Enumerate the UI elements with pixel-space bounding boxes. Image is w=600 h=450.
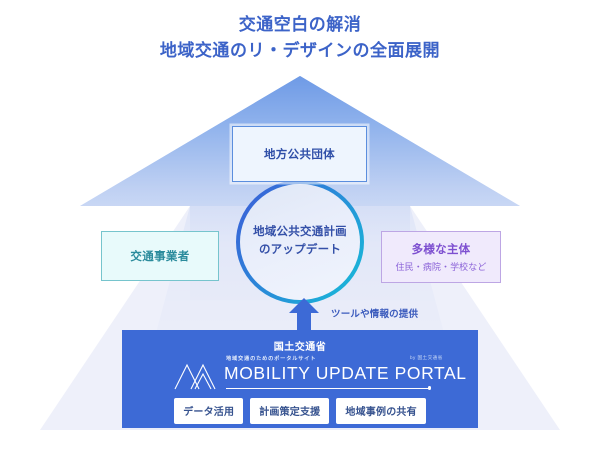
mountain-logo-icon (174, 363, 216, 390)
node-local-government-label: 地方公共団体 (263, 149, 336, 161)
page-title: 交通空白の解消 地域交通のリ・デザインの全面展開 (0, 12, 600, 63)
center-node-label: 地域公共交通計画 のアップデート (253, 224, 347, 260)
center-node-label-line2: のアップデート (258, 244, 342, 256)
node-transport-operator: 交通事業者 (101, 231, 219, 281)
portal-wordmark: MOBILITY UPDATE PORTAL (224, 363, 467, 383)
node-local-government: 地方公共団体 (232, 126, 367, 182)
title-line-1: 交通空白の解消 (238, 15, 362, 34)
portal-tagline: 地域交通のためのポータルサイト (226, 356, 317, 362)
flow-caption: ツールや情報の提供 (331, 309, 419, 320)
portal-by-credit: by 国土交通省 (410, 355, 443, 360)
node-diverse-stakeholders-label: 多様な主体 (411, 244, 471, 256)
flow-up-arrow-icon (289, 298, 319, 332)
pill-data-utilization[interactable]: データ活用 (174, 398, 244, 424)
node-diverse-stakeholders: 多様な主体 住民・病院・学校など (381, 231, 501, 283)
pill-planning-support[interactable]: 計画策定支援 (250, 398, 330, 424)
node-transport-operator-label: 交通事業者 (130, 251, 190, 263)
portal-feature-pills: データ活用 計画策定支援 地域事例の共有 (122, 398, 478, 424)
portal-logo-lockup: 地域交通のためのポータルサイト MOBILITY UPDATE PORTAL b… (174, 354, 466, 394)
ministry-name: 国土交通省 (273, 342, 327, 353)
portal-panel: 国土交通省 地域交通のためのポータルサイト MOBILITY UPDATE PO… (122, 330, 478, 428)
title-line-2: 地域交通のリ・デザインの全面展開 (159, 40, 441, 60)
pill-case-sharing[interactable]: 地域事例の共有 (336, 398, 426, 424)
center-node-label-line1: 地域公共交通計画 (253, 226, 347, 239)
center-node: 地域公共交通計画 のアップデート (240, 184, 360, 300)
logo-underline-dot (428, 386, 432, 390)
logo-underline (226, 388, 430, 389)
node-diverse-stakeholders-sublabel: 住民・病院・学校など (395, 262, 487, 272)
